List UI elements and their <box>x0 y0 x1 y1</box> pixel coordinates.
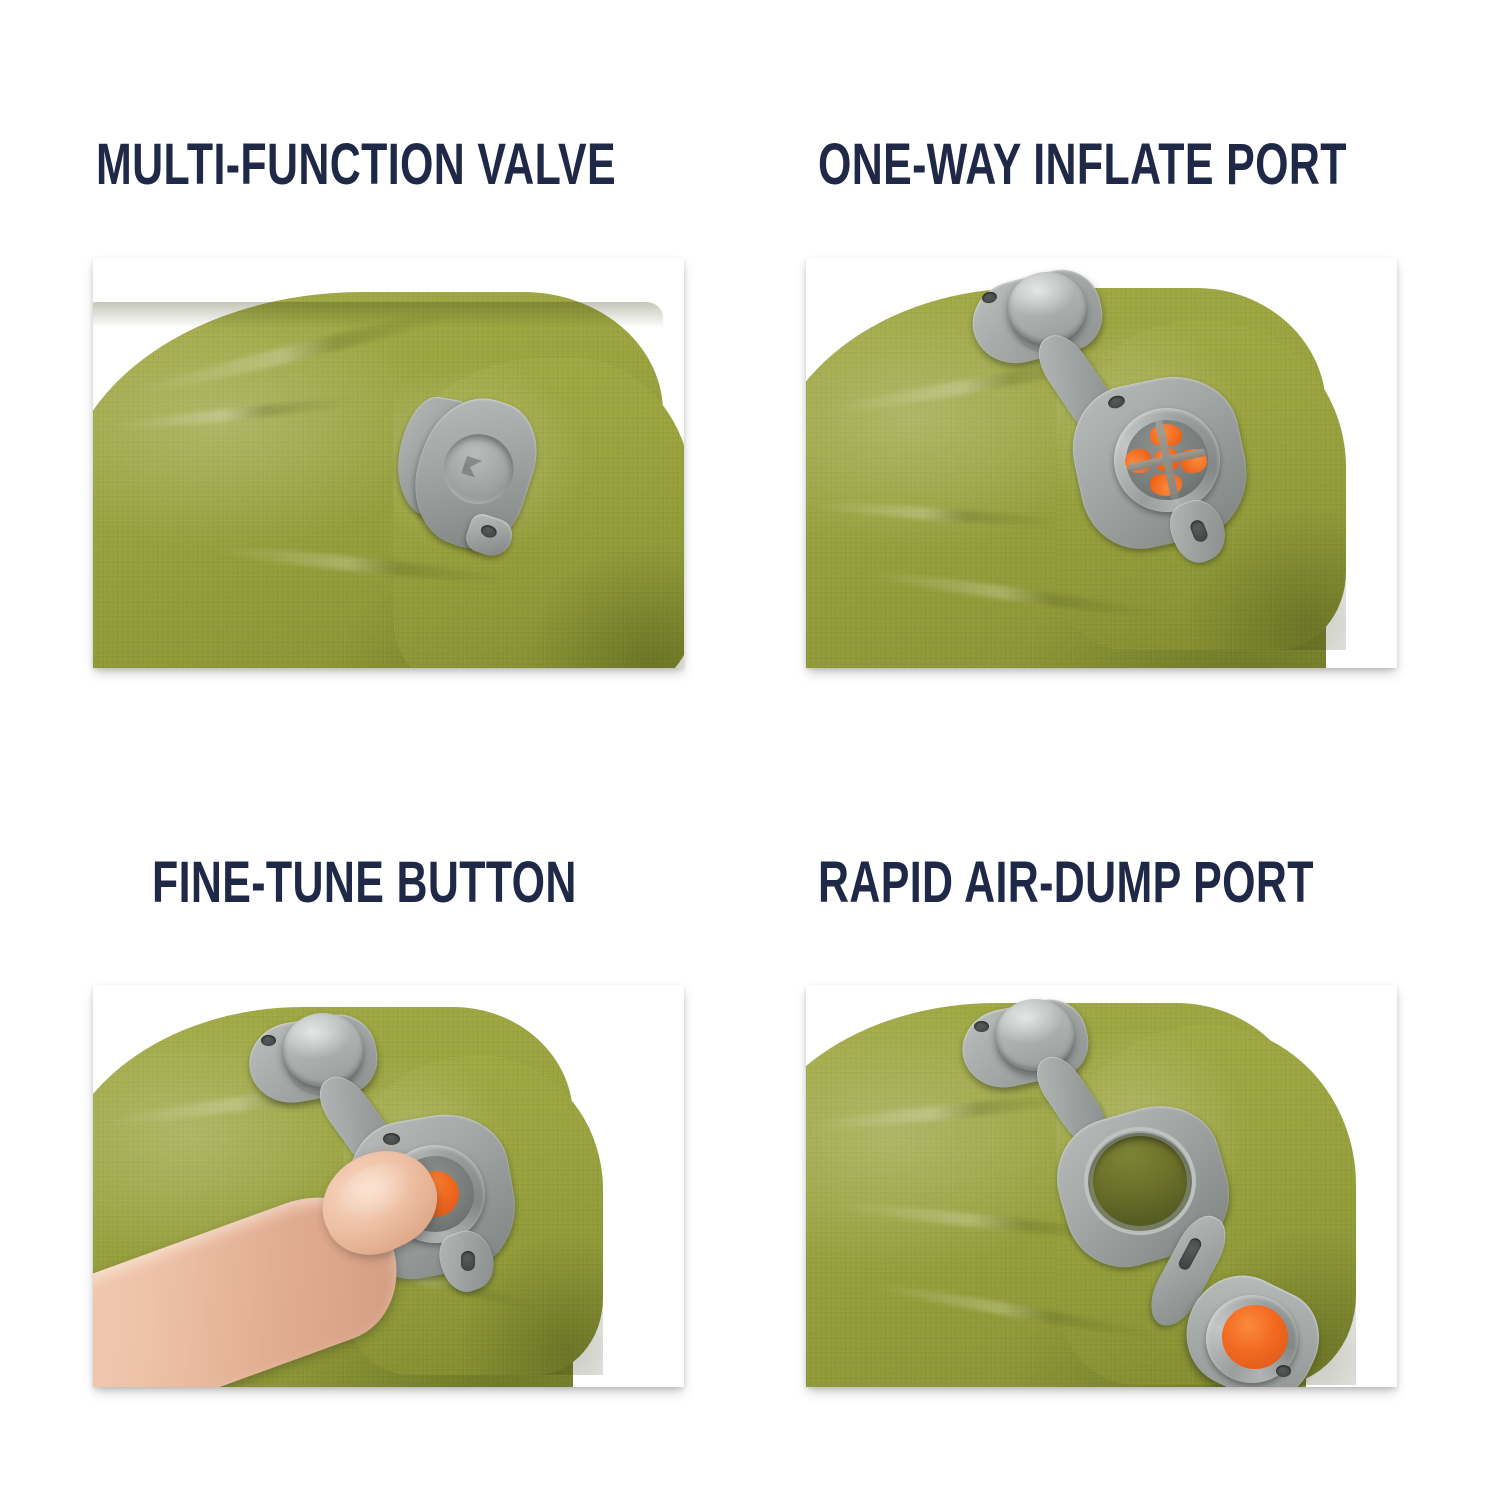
photo-one-way-inflate-port <box>806 258 1397 668</box>
panel-title-rapid-air-dump-port: RAPID AIR-DUMP PORT <box>818 850 1314 915</box>
cap-plug-rib <box>998 1011 1072 1076</box>
finger-pressing-button <box>93 1132 503 1387</box>
valve-assembly-open[interactable] <box>964 261 1286 570</box>
dump-hole-threads <box>1084 1127 1196 1235</box>
photo-stage <box>806 985 1397 1387</box>
panel-title-multi-function-valve: MULTI-FUNCTION VALVE <box>96 132 616 197</box>
panel-title-one-way-inflate-port: ONE-WAY INFLATE PORT <box>818 132 1347 197</box>
open-air-dump-hole[interactable] <box>1088 1133 1192 1233</box>
core-plate-hole-icon <box>1276 1365 1291 1377</box>
photo-fine-tune-button <box>93 985 684 1387</box>
valve-body-hole-icon <box>383 1133 400 1145</box>
cap-plate-hole-icon <box>261 1035 276 1046</box>
cap-plate-hole-icon <box>974 1021 989 1032</box>
latch-tab-hole-icon <box>461 1251 475 1271</box>
photo-stage <box>806 258 1397 668</box>
core-orange-face[interactable] <box>1222 1305 1288 1369</box>
photo-stage <box>93 258 684 668</box>
panel-title-fine-tune-button: FINE-TUNE BUTTON <box>152 850 577 915</box>
photo-stage <box>93 985 684 1387</box>
photo-multi-function-valve <box>93 258 684 668</box>
valve-assembly-air-dump[interactable] <box>955 992 1336 1387</box>
photo-rapid-air-dump-port <box>806 985 1397 1387</box>
